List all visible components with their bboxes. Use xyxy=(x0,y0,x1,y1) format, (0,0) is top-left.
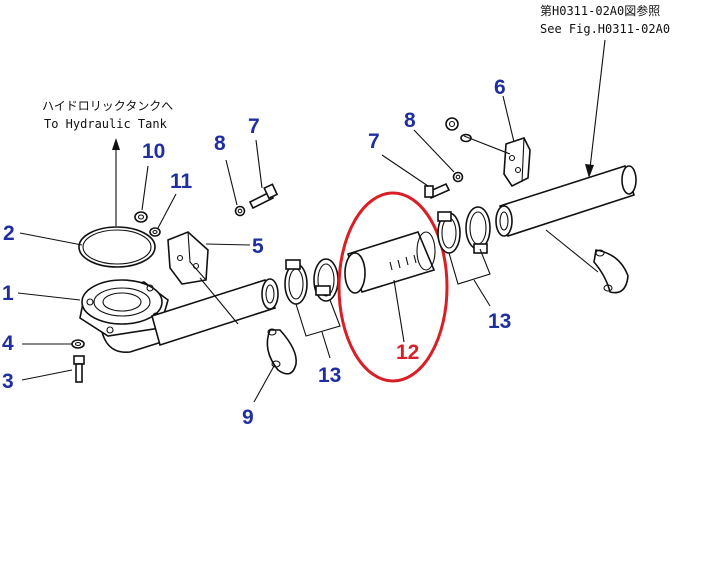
washer-part-right xyxy=(452,171,464,183)
callout-12: 12 xyxy=(396,341,419,364)
callout-11: 11 xyxy=(170,170,193,193)
callout-7-left: 7 xyxy=(248,115,260,138)
callout-13-left: 13 xyxy=(318,364,341,387)
u-clamp-part-right xyxy=(593,249,629,294)
callout-7-right: 7 xyxy=(368,130,380,153)
washer-part-10 xyxy=(134,211,148,223)
washer-part-4 xyxy=(71,339,85,349)
callout-4: 4 xyxy=(2,332,14,355)
figure-direction-arrow xyxy=(585,39,606,178)
right-tube xyxy=(495,164,637,238)
washer-part-left xyxy=(234,205,246,217)
highlight-ring xyxy=(337,191,449,383)
bolt-part-3 xyxy=(73,355,85,383)
washer-part-11 xyxy=(149,227,161,237)
tank-reference-en: To Hydraulic Tank xyxy=(44,117,168,131)
callout-1: 1 xyxy=(2,282,14,305)
bolt-part-right xyxy=(424,182,451,200)
bracket-part-right xyxy=(503,137,531,188)
callout-10: 10 xyxy=(142,140,165,163)
callout-13-right: 13 xyxy=(488,310,511,333)
callout-2: 2 xyxy=(3,222,15,245)
elbow-part xyxy=(79,279,169,353)
callout-8-right: 8 xyxy=(404,109,416,132)
hose-clamp-left-b xyxy=(313,258,339,302)
hose-part xyxy=(344,231,436,294)
hose-clamp-right-a xyxy=(437,211,461,254)
hose-clamp-right-b xyxy=(465,206,491,254)
tank-direction-arrow xyxy=(112,138,120,226)
callout-3: 3 xyxy=(2,370,14,393)
washer-part-right-top xyxy=(460,133,472,143)
callout-6: 6 xyxy=(494,76,506,99)
tank-reference-jp: ハイドロリックタンクへ xyxy=(42,99,173,113)
leader-lines xyxy=(17,95,599,403)
u-clamp-part-left xyxy=(266,328,297,375)
hose-clamp-left-a xyxy=(284,259,308,305)
bracket-part-left xyxy=(167,231,209,285)
figure-reference-jp: 第H0311-02A0図参照 xyxy=(540,3,660,18)
gasket-part xyxy=(78,226,156,268)
callout-9: 9 xyxy=(242,406,254,429)
callout-8-left: 8 xyxy=(214,132,226,155)
bolt-part-left xyxy=(248,183,279,210)
nut-part-right xyxy=(445,117,459,131)
figure-reference-en: See Fig.H0311-02A0 xyxy=(540,22,670,36)
callout-5: 5 xyxy=(252,235,264,258)
left-tube xyxy=(151,278,279,347)
